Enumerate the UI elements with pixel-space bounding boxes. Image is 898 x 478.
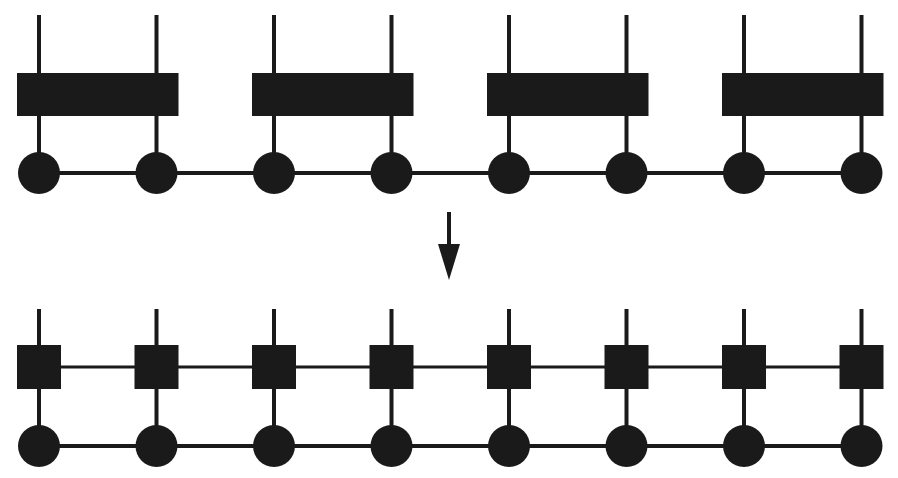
mps-node: [253, 152, 295, 194]
single-site-gate: [369, 345, 414, 389]
mps-node: [605, 425, 648, 467]
two-site-gate: [487, 73, 649, 116]
top-network: [17, 15, 884, 194]
single-site-gate: [722, 345, 766, 389]
mps-node: [840, 425, 883, 467]
mps-node: [135, 425, 178, 467]
single-site-gate: [604, 345, 649, 389]
mps-node: [18, 152, 60, 194]
arrow-head: [438, 244, 460, 280]
transformation-arrow: [438, 212, 460, 280]
mps-node: [840, 152, 883, 194]
single-site-gate: [134, 345, 179, 389]
mps-node: [488, 425, 530, 467]
single-site-gate: [17, 345, 61, 389]
single-site-gate: [487, 345, 531, 389]
bottom-network: [17, 309, 884, 467]
mps-node: [18, 425, 60, 467]
single-site-gate: [252, 345, 296, 389]
single-site-gate: [839, 345, 884, 389]
mps-node: [135, 152, 178, 194]
mps-node: [253, 425, 295, 467]
two-site-gate: [722, 73, 884, 116]
mps-node: [370, 425, 413, 467]
mps-node: [605, 152, 648, 194]
two-site-gate: [252, 73, 414, 116]
mps-node: [488, 152, 530, 194]
two-site-gate: [17, 73, 179, 116]
mps-node: [723, 425, 765, 467]
mps-node: [370, 152, 413, 194]
mps-node: [723, 152, 765, 194]
